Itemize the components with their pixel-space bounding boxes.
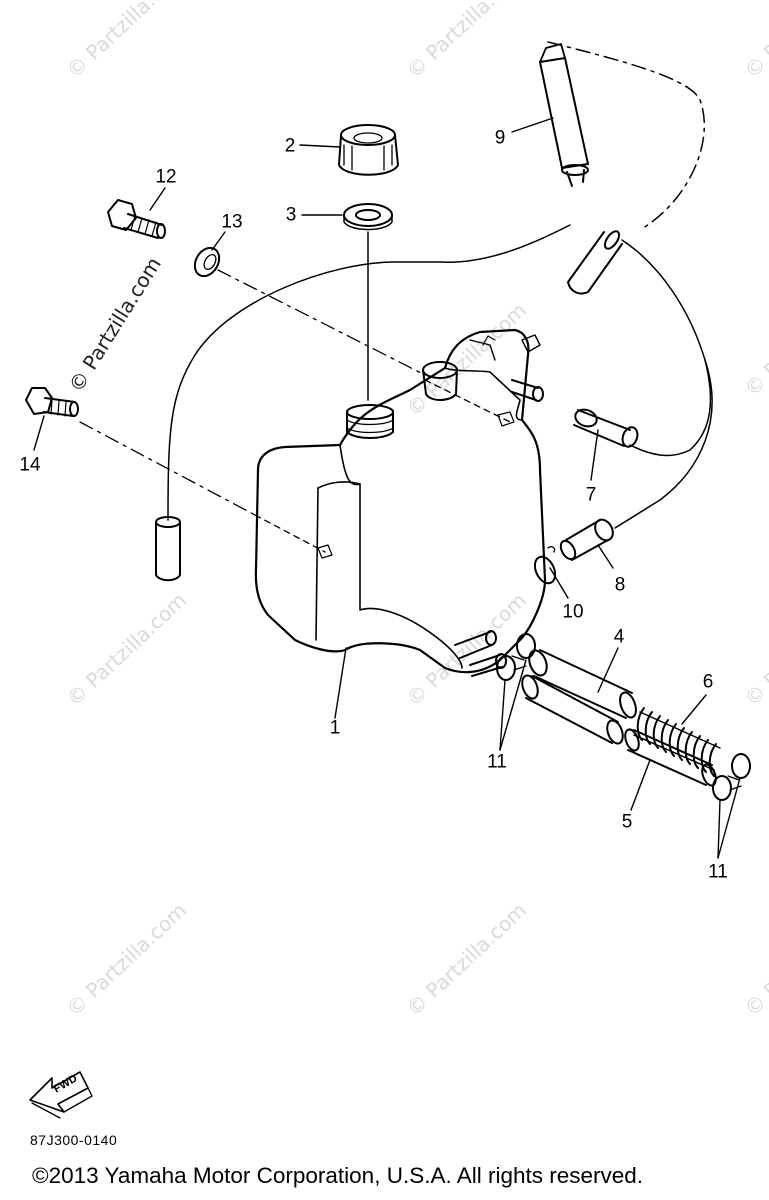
- callout-4: 4: [613, 626, 625, 648]
- callout-13: 13: [221, 211, 243, 233]
- callout-7: 7: [585, 484, 597, 506]
- clip-part-11-right: [712, 753, 751, 801]
- hose-routing-outline-c: [614, 359, 713, 529]
- hose-part-8: [559, 518, 614, 561]
- hose-routing-outline: [167, 224, 712, 521]
- gasket-part: [343, 203, 393, 231]
- callout-11-right: 11: [708, 861, 728, 883]
- spring-part-6: [633, 707, 721, 777]
- callout-6: 6: [702, 671, 714, 693]
- washer-part-13: [193, 246, 221, 278]
- oil-tank: [254, 328, 547, 677]
- callout-12: 12: [155, 166, 177, 188]
- copyright-notice: ©2013 Yamaha Motor Corporation, U.S.A. A…: [32, 1163, 644, 1188]
- clip-part-10: [533, 546, 557, 585]
- axis-14: [79, 421, 256, 516]
- mount-hole-right: [497, 411, 515, 427]
- mount-hole-left: [317, 544, 333, 559]
- callout-10: 10: [562, 601, 584, 623]
- callout-2: 2: [284, 135, 296, 157]
- callout-11-left: 11: [487, 751, 507, 773]
- axis-13: [217, 269, 426, 376]
- callout-8: 8: [614, 574, 626, 596]
- hose-long-bottom: [521, 674, 624, 745]
- hose-part-5: [624, 728, 717, 787]
- bolt-part-12: [107, 199, 166, 239]
- axis-13-hidden: [424, 379, 511, 423]
- callout-14: 14: [19, 454, 41, 476]
- bolt-part-14: [25, 387, 79, 417]
- callout-9: 9: [494, 127, 506, 149]
- cap-part: [338, 124, 399, 176]
- leader-lines: [33, 117, 741, 859]
- callout-5: 5: [621, 811, 633, 833]
- axis-14-hidden: [254, 514, 326, 553]
- callout-3: 3: [285, 204, 297, 226]
- hose-segment-top: [567, 230, 623, 295]
- hose-part-7: [573, 408, 639, 448]
- callout-1: 1: [329, 717, 341, 739]
- fwd-arrow: [29, 1071, 93, 1119]
- hose-part-4: [528, 649, 637, 719]
- hose-part-9: [539, 43, 589, 187]
- hose-routing-outline-b: [547, 41, 705, 231]
- diagram-code: 87J300-0140: [30, 1132, 118, 1148]
- hose-segment-left: [155, 516, 181, 582]
